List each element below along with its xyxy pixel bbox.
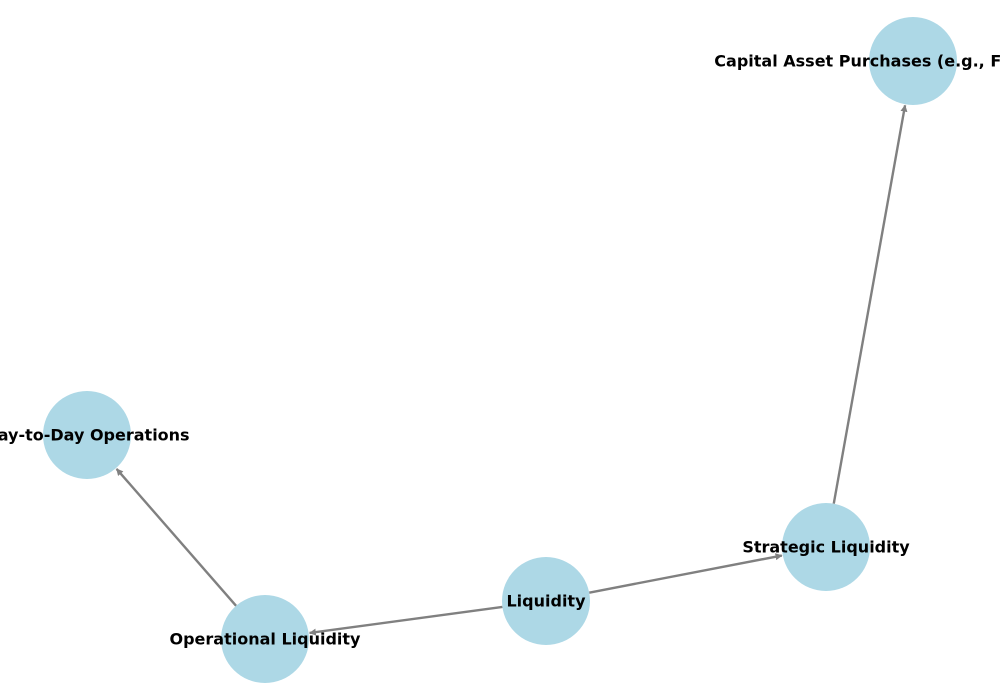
edges-layer: [115, 104, 908, 636]
node-liquidity: [502, 557, 590, 645]
edge-strategic-to-capital_asset: [832, 104, 908, 504]
node-label-liquidity: Liquidity: [506, 592, 586, 611]
nodes-layer: [43, 17, 957, 683]
node-day-to-day: [43, 391, 131, 479]
edge-operational-to-day_to_day: [115, 468, 237, 607]
node-label-operational: Operational Liquidity: [170, 630, 362, 649]
node-capital-asset: [869, 17, 957, 105]
node-label-capital-asset: Capital Asset Purchases (e.g., Fixed Ass…: [714, 52, 1000, 71]
node-operational: [221, 595, 309, 683]
edge-liquidity-to-operational: [308, 605, 503, 636]
node-strategic: [782, 503, 870, 591]
node-label-strategic: Strategic Liquidity: [742, 538, 910, 557]
node-label-day-to-day: Day-to-Day Operations: [0, 426, 190, 445]
edge-liquidity-to-strategic: [588, 553, 783, 594]
